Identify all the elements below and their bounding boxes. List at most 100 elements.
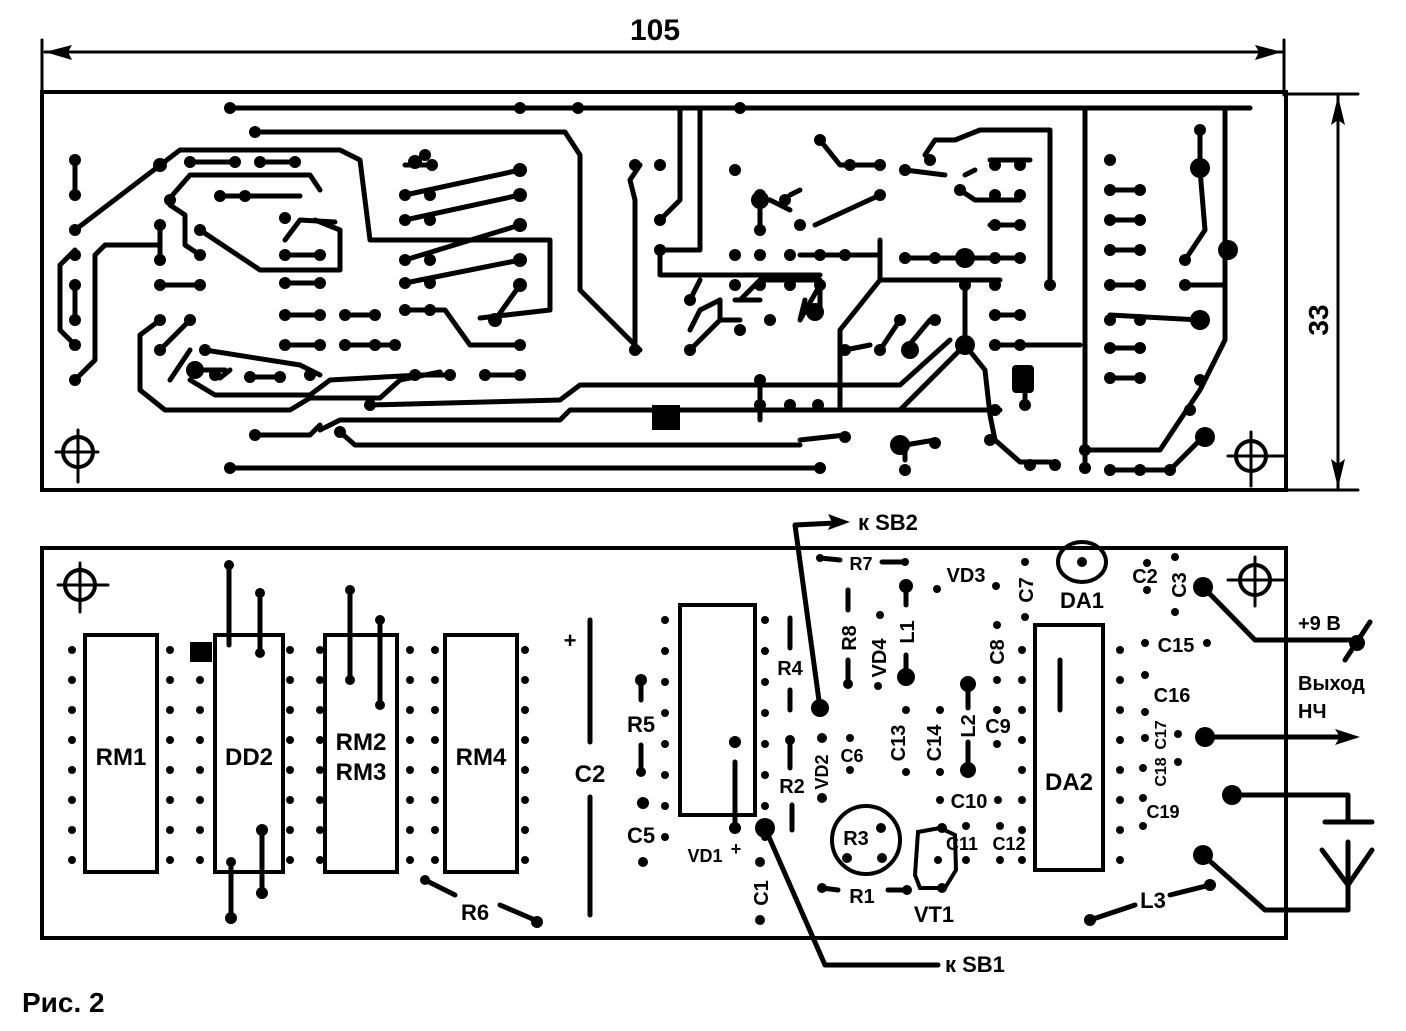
- label-c16: C16: [1154, 685, 1191, 707]
- pin-pad: [1116, 736, 1124, 744]
- mounting-hole-icon: [1226, 430, 1286, 488]
- label-output-lf: НЧ: [1298, 701, 1327, 723]
- component-c2: + C2: [564, 617, 606, 918]
- pin-pad: [761, 740, 769, 748]
- label-r6: R6: [461, 900, 489, 925]
- label-vd3: VD3: [947, 565, 986, 587]
- component-c12: C12: [992, 822, 1026, 864]
- component-r5: R5: [627, 674, 655, 777]
- pin-pad: [406, 766, 414, 774]
- label-c15: C15: [1158, 635, 1195, 657]
- pin-pad: [761, 678, 769, 686]
- label-c11: C11: [946, 834, 978, 854]
- pin-pad: [431, 826, 439, 834]
- output-connection: Выход НЧ: [1195, 673, 1365, 747]
- pin-pad: [761, 802, 769, 810]
- component-vd4: VD4: [869, 611, 891, 690]
- figure-caption: Рис. 2: [22, 987, 105, 1018]
- pin-pad: [1018, 736, 1026, 744]
- pin-pad: [431, 736, 439, 744]
- pin-pad: [406, 646, 414, 654]
- pin-pad: [761, 709, 769, 717]
- pin-pad: [68, 796, 76, 804]
- pin-pad: [68, 676, 76, 684]
- pin-pad: [1018, 646, 1026, 654]
- pin-pad: [521, 856, 529, 864]
- pin-pad: [196, 646, 204, 654]
- component-c3: C3: [1169, 553, 1191, 616]
- pin-pad: [521, 826, 529, 834]
- pin-pad: [166, 736, 174, 744]
- pin-pad: [166, 796, 174, 804]
- power-connection: +9 В: [1193, 577, 1373, 663]
- pin-pad: [406, 826, 414, 834]
- pin-pad: [286, 706, 294, 714]
- pin-pad: [521, 676, 529, 684]
- arrow-down-icon: [1331, 459, 1345, 488]
- component-c6: C6: [840, 734, 864, 774]
- component-r3: R3: [830, 804, 902, 876]
- component-c11: C11: [946, 822, 978, 864]
- pin-pad: [166, 856, 174, 864]
- label-vd4: VD4: [869, 638, 891, 678]
- pin-pad: [431, 706, 439, 714]
- pin-pad: [166, 646, 174, 654]
- mounting-hole-icon: [56, 561, 110, 614]
- pin-pad: [316, 646, 324, 654]
- label-rm3: RM3: [336, 759, 387, 786]
- pin-pad: [196, 706, 204, 714]
- pin-pad: [406, 676, 414, 684]
- pin-pad: [661, 802, 669, 810]
- label-rm1: RM1: [96, 744, 147, 771]
- pin-pad: [316, 736, 324, 744]
- antenna-icon: [1319, 847, 1375, 888]
- component-c7: C7: [1016, 558, 1038, 621]
- pin-pad: [431, 856, 439, 864]
- component-vd1: VD1 +: [687, 839, 741, 866]
- label-c2: C2: [575, 761, 606, 788]
- arrow-right-icon: [1255, 45, 1282, 60]
- label-c8: C8: [987, 639, 1009, 665]
- pin-pad: [316, 826, 324, 834]
- pin-pad: [286, 736, 294, 744]
- pin-pad: [661, 709, 669, 717]
- arrow-up-icon: [1331, 96, 1345, 125]
- dimension-width: 105: [40, 14, 1286, 97]
- component-r6: R6: [420, 875, 543, 928]
- label-vd2: VD2: [812, 754, 832, 789]
- component-c17: C17: [1141, 720, 1182, 750]
- dimension-width-label: 105: [630, 14, 680, 47]
- component-c10: C10: [936, 791, 1002, 813]
- pin-pad: [1116, 856, 1124, 864]
- component-r7: R7: [816, 554, 909, 574]
- dimension-height-label: 33: [1303, 304, 1334, 335]
- label-c5: C5: [627, 823, 655, 848]
- top-board: [40, 90, 1288, 492]
- bottom-board-outline: [40, 546, 1288, 940]
- component-r4: R4: [777, 615, 804, 713]
- pin-pad: [286, 826, 294, 834]
- polarity-mark: +: [564, 628, 577, 653]
- component-rm4: RM4: [443, 633, 519, 874]
- pin-pad: [1018, 856, 1026, 864]
- label-c12: C12: [992, 834, 1025, 854]
- pin-pad: [1116, 796, 1124, 804]
- component-center-ic: [678, 603, 757, 834]
- component-r2: R2: [779, 735, 805, 833]
- pin-pad: [196, 766, 204, 774]
- component-l2: L2: [958, 676, 980, 778]
- pin-pad: [68, 766, 76, 774]
- pin-pad: [286, 646, 294, 654]
- pin-pad: [1018, 766, 1026, 774]
- pin-pad: [431, 676, 439, 684]
- ground-connection: [1222, 785, 1375, 825]
- component-vd2: VD2: [812, 733, 832, 803]
- pin-pad: [196, 676, 204, 684]
- pin-pad: [316, 796, 324, 804]
- pin-pad: [166, 706, 174, 714]
- pin-pad: [316, 766, 324, 774]
- component-c1: C1: [751, 857, 773, 925]
- pin-pad: [406, 796, 414, 804]
- pin-pad: [68, 736, 76, 744]
- pin-pad: [166, 676, 174, 684]
